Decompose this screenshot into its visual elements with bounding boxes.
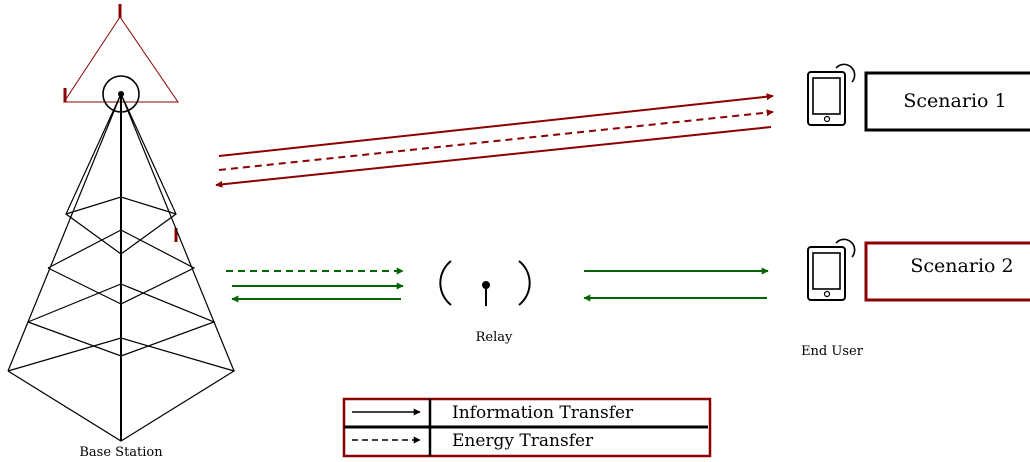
scenario2-label: Scenario 2: [910, 255, 1013, 277]
end-user-label: End User: [801, 344, 864, 359]
legend: Information Transfer Energy Transfer: [342, 397, 712, 458]
base-station-tower-icon: [7, 4, 236, 442]
phone-icon-scenario1: [807, 63, 856, 126]
relay-label: Relay: [476, 330, 513, 345]
phone-icon-scenario2: [807, 238, 856, 301]
legend-energy-label: Energy Transfer: [452, 431, 594, 451]
s1-info-uplink-arrow: [215, 126, 772, 188]
scenario2-links: [226, 267, 769, 303]
scenario1-box: Scenario 1: [864, 71, 1030, 132]
s1-energy-downlink-arrow: [218, 109, 774, 171]
scenario2-box: Scenario 2: [864, 241, 1030, 302]
relay-icon: [439, 260, 531, 306]
s1-info-downlink-arrow: [218, 93, 774, 157]
scenario1-links: [215, 93, 774, 188]
legend-info-label: Information Transfer: [452, 403, 634, 423]
scenario1-label: Scenario 1: [903, 90, 1006, 112]
base-station-label: Base Station: [79, 445, 163, 460]
